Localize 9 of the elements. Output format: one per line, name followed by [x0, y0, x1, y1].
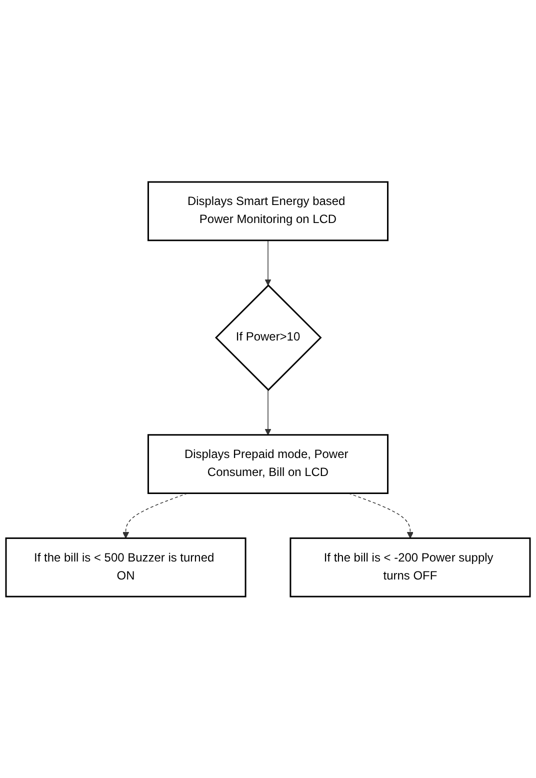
- node-box: Displays Smart Energy based Power Monitoring on LCD: [147, 180, 389, 241]
- arrow: [122, 492, 188, 538]
- arrow: [264, 240, 272, 286]
- node-box: If the bill is < 500 Buzzer is turned ON: [5, 537, 246, 598]
- node-box: Displays Prepaid mode, Power Consumer, Bill on LCD: [147, 434, 389, 494]
- arrow: [264, 389, 272, 435]
- arrow: [348, 492, 414, 538]
- node-box: If the bill is < -200 Power supply turns OFF: [290, 537, 531, 598]
- node-diamond: If Power>10: [214, 284, 322, 391]
